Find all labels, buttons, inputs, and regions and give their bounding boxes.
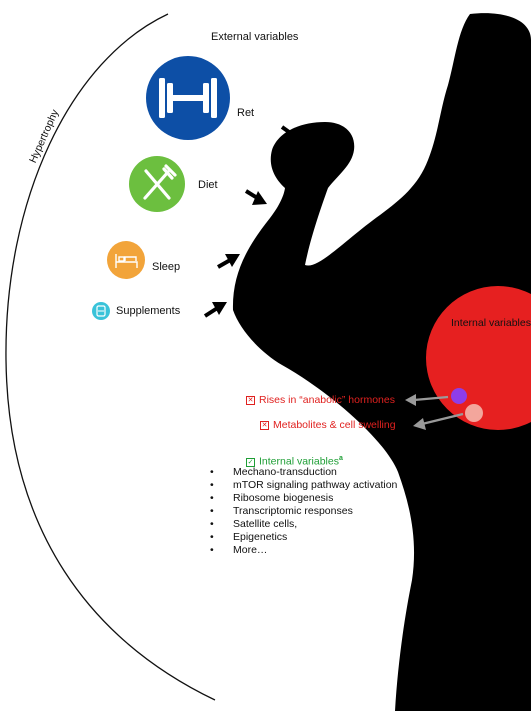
fork-knife-icon [129,156,185,212]
external-label-diet: Diet [198,179,218,191]
cross-box-icon: ✕ [260,421,269,430]
external-label-sleep: Sleep [152,261,181,273]
internal-variables-list: Mechano-transduction mTOR signaling path… [210,466,397,557]
black-arrows [203,125,303,318]
metabolites-label: ✕ Metabolites & cell swelling [260,419,396,431]
external-label-ret: Ret [237,107,255,119]
external-variables-title: External variables [211,31,299,43]
hypertrophy-arc [5,13,216,701]
list-item: More… [210,544,397,557]
list-item: Transcriptomic responses [210,505,397,518]
list-item: Ribosome biogenesis [210,492,397,505]
grey-arrows [405,394,464,430]
external-label-supplements: Supplements [116,305,181,317]
supplement-icon [92,302,110,320]
metabolites-text: Metabolites & cell swelling [273,419,396,431]
list-item: Epigenetics [210,531,397,544]
human-silhouette [232,13,531,711]
dumbbell-icon [146,56,230,140]
cross-box-icon: ✕ [246,396,255,405]
bed-icon [107,241,145,279]
internal-variables-circle-label: Internal variables [451,317,531,329]
internal-variables-heading: ✓Internal variablesa [246,455,343,468]
hormones-label: ✕ Rises in “anabolic” hormones [246,394,395,406]
hormones-text: Rises in “anabolic” hormones [259,394,395,406]
list-item: Mechano-transduction [210,466,397,479]
internal-heading-text: Internal variables [259,455,339,468]
hormone-marker [451,388,467,404]
list-item: Satellite cells, [210,518,397,531]
metabolite-marker [465,404,483,422]
list-item: mTOR signaling pathway activation [210,479,397,492]
footnote-superscript: a [338,455,343,462]
